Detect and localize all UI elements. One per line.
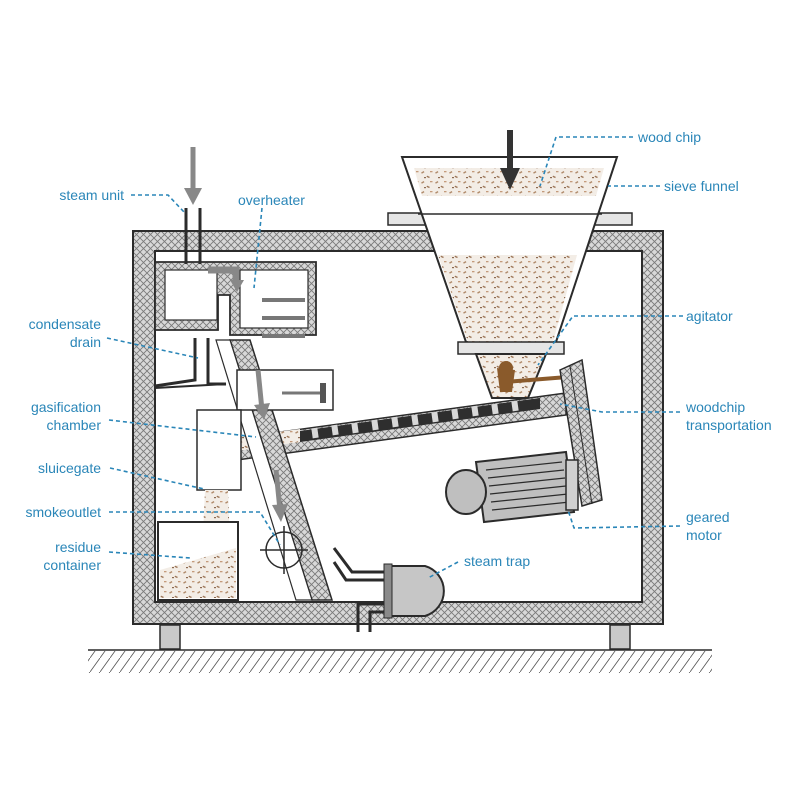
leader-lines: [106, 136, 683, 579]
label-sieve-funnel: sieve funnel: [664, 178, 739, 194]
label-geared-motor-1: geared: [686, 509, 730, 525]
gasification-chamber: [215, 339, 334, 601]
steam-pipe: [184, 147, 202, 264]
condensate-drain: [154, 338, 226, 388]
label-condensate-drain-1: condensate: [29, 316, 102, 332]
overheater: [154, 261, 317, 338]
label-gasification-chamber-2: chamber: [47, 417, 102, 433]
label-residue-container-1: residue: [55, 539, 101, 555]
label-sluicegate: sluicegate: [38, 460, 101, 476]
label-gasification-chamber-1: gasification: [31, 399, 101, 415]
inner-wall: [154, 383, 227, 389]
label-smokeoutlet: smokeoutlet: [26, 504, 102, 520]
label-woodchip-transportation-1: woodchip: [685, 399, 745, 415]
labels: wood chip sieve funnel steam unit overhe…: [26, 129, 772, 573]
label-steam-unit: steam unit: [59, 187, 124, 203]
wood-chip-arrow: [500, 130, 520, 190]
label-wood-chip: wood chip: [637, 129, 701, 145]
label-residue-container-2: container: [43, 557, 101, 573]
geared-motor: [445, 450, 579, 524]
label-condensate-drain-2: drain: [70, 334, 101, 350]
smokeoutlet: [260, 469, 308, 574]
foot-right: [609, 624, 631, 650]
residue-container: [157, 521, 239, 601]
label-geared-motor-2: motor: [686, 527, 722, 543]
label-agitator: agitator: [686, 308, 733, 324]
label-woodchip-transportation-2: transportation: [686, 417, 772, 433]
sieve-funnel: [387, 156, 633, 399]
label-steam-trap: steam trap: [464, 553, 530, 569]
ground: [88, 649, 712, 673]
steam-trap: [332, 547, 445, 632]
foot-left: [159, 624, 181, 650]
label-overheater: overheater: [238, 192, 305, 208]
